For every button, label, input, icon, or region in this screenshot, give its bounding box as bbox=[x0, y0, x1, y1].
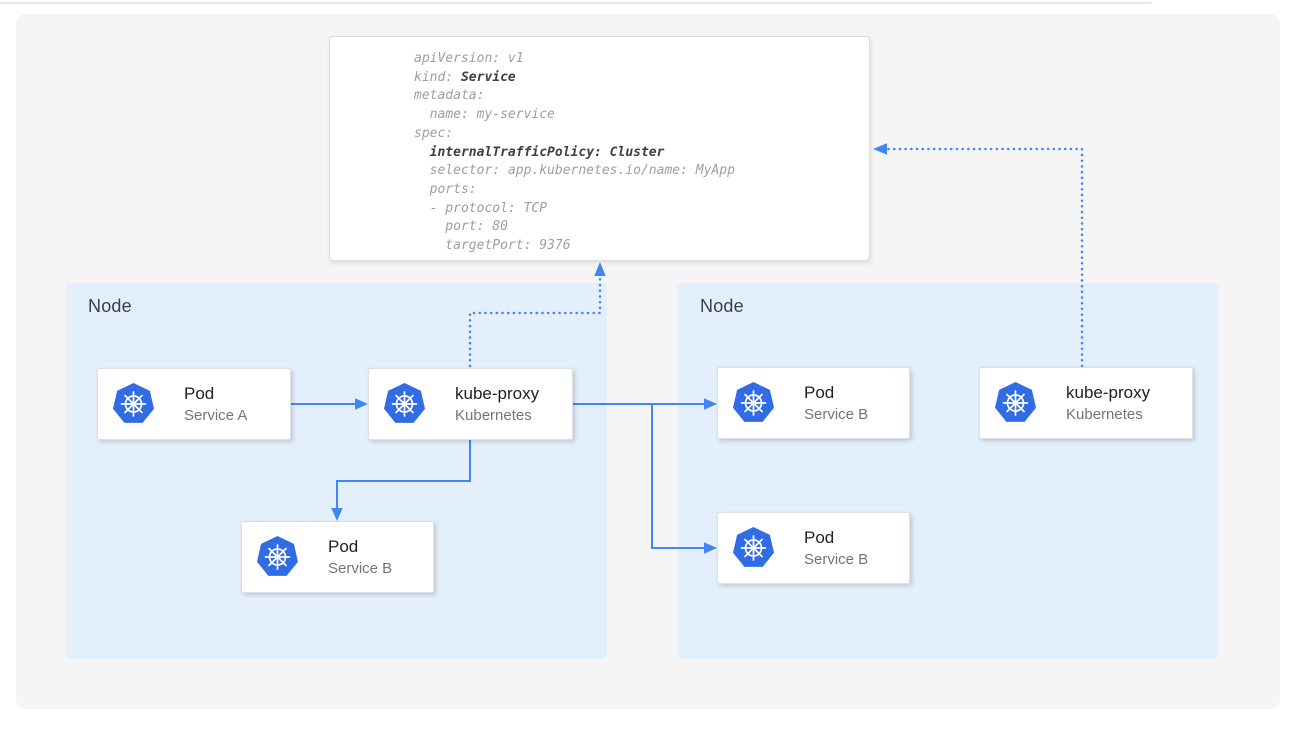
card-subtitle: Kubernetes bbox=[455, 407, 532, 424]
card-pod-service-a: Pod Service A bbox=[97, 368, 291, 440]
card-subtitle: Service B bbox=[804, 551, 869, 568]
yaml-line: selector: app.kubernetes.io/name: MyApp bbox=[414, 163, 735, 179]
card-title: Pod bbox=[804, 383, 835, 402]
kubernetes-logo-icon bbox=[111, 382, 156, 426]
card-kube-proxy-left: kube-proxy Kubernetes bbox=[368, 368, 573, 440]
kubernetes-logo-icon bbox=[255, 535, 300, 579]
yaml-line: kind: Service bbox=[414, 69, 516, 85]
kubernetes-logo-icon bbox=[993, 381, 1038, 425]
kubernetes-logo-icon bbox=[731, 381, 776, 425]
yaml-line: port: 80 bbox=[414, 219, 508, 235]
card-title: Pod bbox=[328, 537, 359, 556]
service-yaml-card: apiVersion: v1 kind: Service metadata: n… bbox=[329, 36, 870, 261]
yaml-line: metadata: bbox=[414, 88, 485, 104]
card-subtitle: Service B bbox=[804, 406, 869, 423]
card-subtitle: Service A bbox=[184, 407, 248, 424]
card-subtitle: Service B bbox=[328, 560, 393, 577]
card-pod-service-b-left: Pod Service B bbox=[241, 521, 434, 593]
card-pod-service-b-right-bottom: Pod Service B bbox=[717, 512, 910, 584]
yaml-line: - protocol: TCP bbox=[414, 200, 548, 216]
card-title: Pod bbox=[184, 384, 215, 403]
kubernetes-logo-icon bbox=[382, 382, 427, 426]
card-pod-service-b-right-top: Pod Service B bbox=[717, 367, 910, 439]
card-title: Pod bbox=[804, 528, 835, 547]
node-right-label: Node bbox=[700, 296, 744, 316]
yaml-line: spec: bbox=[414, 125, 454, 141]
yaml-line: ports: bbox=[414, 181, 477, 197]
yaml-line: name: my-service bbox=[414, 107, 555, 123]
yaml-line: targetPort: 9376 bbox=[414, 238, 571, 254]
yaml-line: internalTrafficPolicy: Cluster bbox=[429, 144, 665, 160]
kubernetes-logo-icon bbox=[731, 526, 776, 570]
node-right-panel: Node bbox=[678, 283, 1218, 659]
yaml-line: apiVersion: v1 bbox=[414, 51, 524, 66]
node-left-label: Node bbox=[88, 296, 132, 316]
card-kube-proxy-right: kube-proxy Kubernetes bbox=[979, 367, 1193, 439]
card-subtitle: Kubernetes bbox=[1066, 406, 1143, 423]
card-title: kube-proxy bbox=[1066, 383, 1151, 402]
card-title: kube-proxy bbox=[455, 384, 540, 403]
page-top-divider bbox=[0, 2, 1152, 4]
node-left-panel: Node bbox=[66, 283, 607, 659]
